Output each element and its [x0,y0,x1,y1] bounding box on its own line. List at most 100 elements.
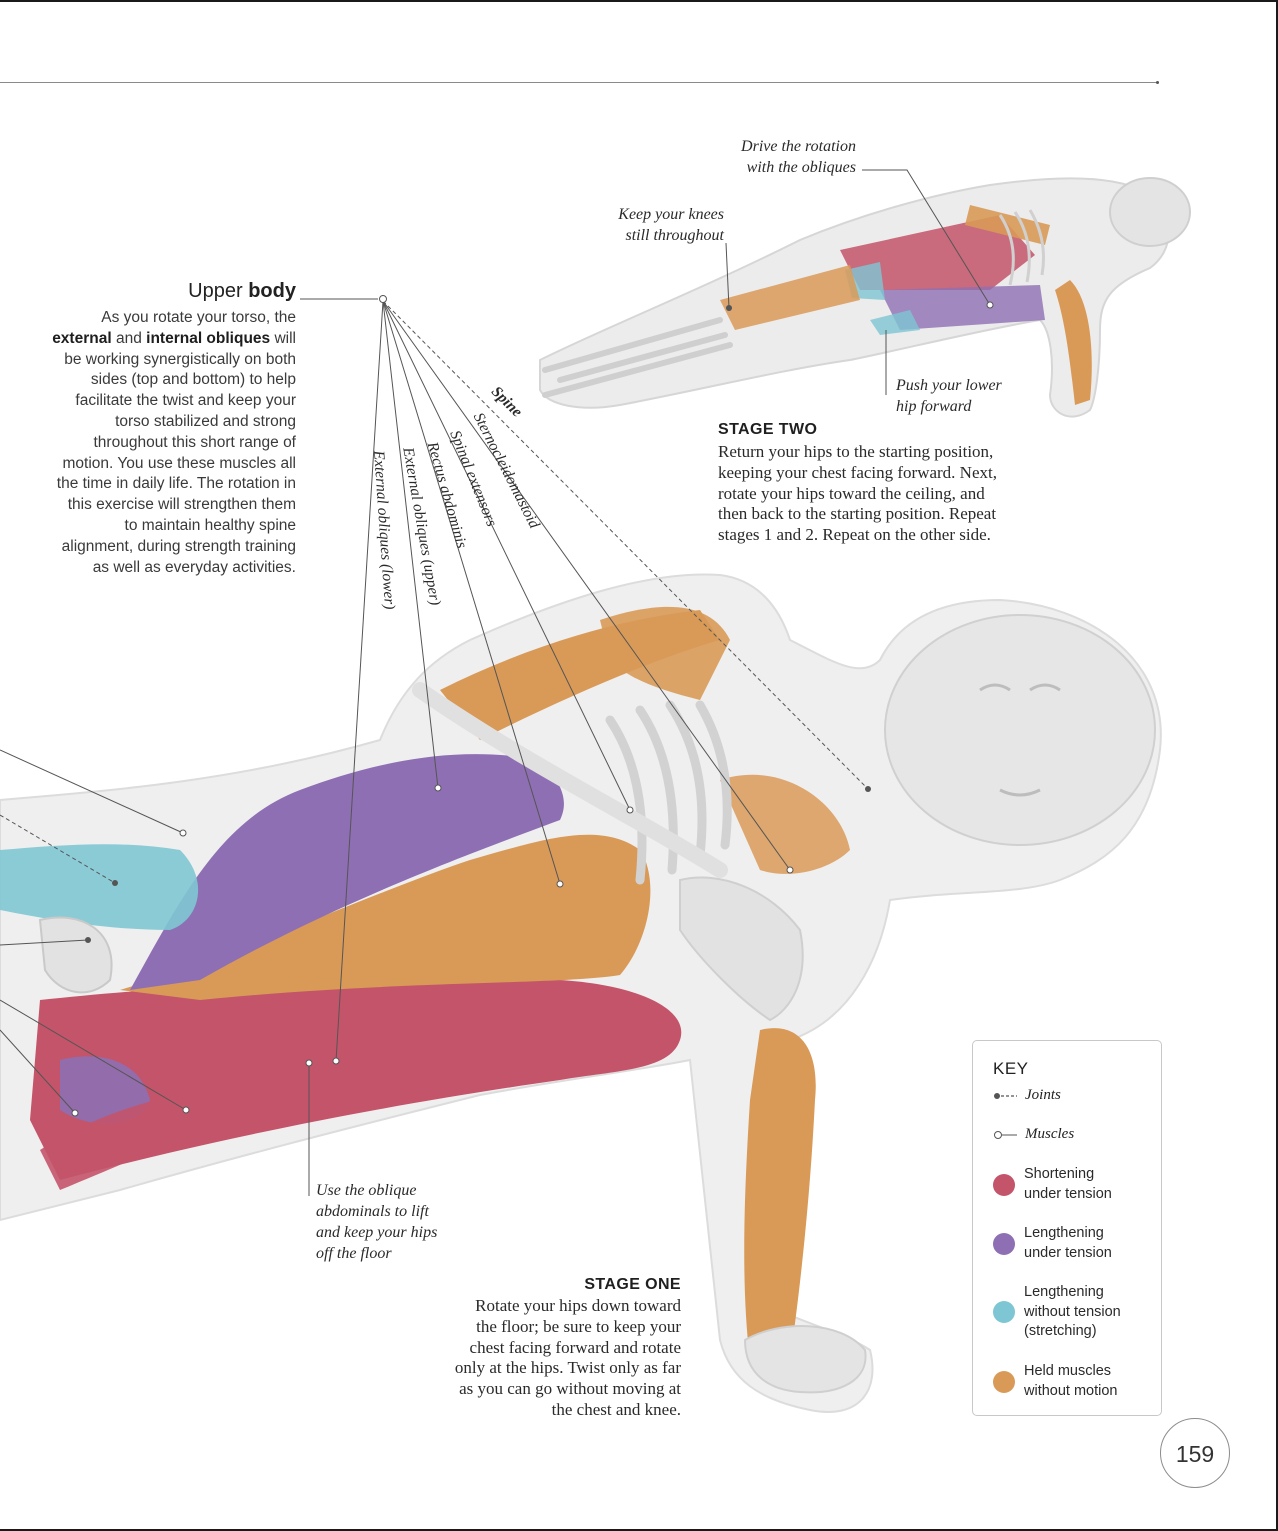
stage-one-head [884,614,1156,846]
leader-spinal-extensors [382,300,631,811]
legend-key: KEY Joints Muscles Shortening under tens… [972,1040,1162,1416]
use-obliques-label: Use the oblique abdominals to lift and k… [316,1180,486,1264]
use-obliques-line: and keep your hips [316,1224,438,1241]
stage-two-line: Return your hips to the starting positio… [718,442,994,461]
key-item-lengthening-tension: Lengthening under tension [993,1224,1112,1263]
leader-external-obliques-upper [382,300,439,789]
upper-body-internal-obliques-term: internal obliques [146,329,271,347]
page-border-bottom [0,1529,1278,1531]
stage-two-figure [539,177,1191,418]
use-obliques-line: off the floor [316,1245,392,1262]
key-item-line: (stretching) [1024,1323,1097,1339]
stage-one-line: chest facing forward and rotate [469,1337,681,1357]
key-item-line: under tension [1024,1185,1112,1202]
upper-body-heading: Upper body [60,280,296,303]
stage-one-thigh-purple [60,1056,150,1124]
stage-one-text: Rotate your hips down toward the floor; … [380,1296,681,1421]
stage-one-forearm [744,1028,816,1360]
stage-one-figure [0,573,1162,1413]
stage-two-thigh [720,265,860,330]
stage-one-fist [743,1325,867,1394]
stage-one-line: the chest and knee. [551,1399,681,1419]
stage-one-line: only at the hips. Twist only as far [454,1358,681,1378]
leader-left-1 [0,749,184,834]
stage-two-upper-arm [965,205,1050,245]
key-item-line: Shortening [1024,1166,1095,1182]
stage-two-line: stages 1 and 2. Repeat on the other side… [718,525,991,545]
stage-one-line: Rotate your hips down toward [475,1296,681,1315]
key-title: KEY [993,1059,1029,1078]
key-item-line: Held muscles [1024,1363,1112,1379]
stage-two-line: keeping your chest facing forward. Next, [718,462,997,482]
stage-one-line: as you can go without moving at [459,1379,681,1399]
key-item-line: Lengthening [1024,1284,1104,1300]
page-number: 159 [1160,1418,1230,1488]
stage-one-line: the floor; be sure to keep your [476,1316,681,1336]
drive-rotation-line: with the obliques [746,159,856,176]
leader-lines [0,169,991,1196]
stage-one-title: STAGE ONE [584,1276,681,1293]
stage-one-thigh-red [40,1085,241,1190]
leader-left-5 [0,999,187,1111]
key-item-line: Lengthening [1024,1225,1104,1241]
keep-knees-label: Keep your knees still throughout [590,204,724,246]
stage-one-hand [679,876,804,1022]
drive-rotation-line: Drive the rotation [741,138,856,155]
leader-drive-rotation [862,169,991,306]
key-item-text: Shortening under tension [1024,1165,1112,1204]
push-hip-label: Push your lower hip forward [896,375,1036,417]
leader-spine [382,300,869,790]
stage-two-title: STAGE TWO [718,421,818,438]
joint-marker-icon [993,1089,1019,1103]
key-muscles-label: Muscles [1025,1126,1075,1142]
page-border-right [1276,0,1278,1531]
shortening-swatch [993,1173,1015,1196]
upper-body-text-part: will be working synergistically on both … [56,329,296,576]
leader-left-4 [0,1029,76,1114]
joint-endpoints [85,305,871,943]
upper-body-heading-light: Upper [188,280,243,302]
lengthening-tension-swatch [993,1232,1015,1255]
key-muscles-row: Muscles [993,1126,1074,1143]
upper-body-text-part: As you rotate your torso, the [101,309,296,326]
stage-one-face [979,683,1061,797]
stage-one-neck-muscle [720,774,850,874]
upper-body-heading-bold: body [248,280,296,302]
header-rule [0,82,1158,83]
stage-one-shoulder [600,606,730,700]
leader-endpoints [71,295,994,1117]
leader-rectus-abdominis [382,300,561,885]
push-hip-line: Push your lower [896,377,1002,394]
use-obliques-line: abdominals to lift [316,1203,429,1220]
stage-one-purple-oblique [130,754,564,990]
use-obliques-line: Use the oblique [316,1182,417,1199]
stage-two-legs [542,317,733,398]
key-joints-row: Joints [993,1087,1061,1104]
stage-two-text: Return your hips to the starting positio… [718,442,1078,546]
stage-one-orange-abdominals [120,834,651,1000]
leader-keep-knees [725,242,730,309]
stage-two-ribs [998,209,1045,286]
held-swatch [993,1370,1015,1393]
upper-body-external-term: external [52,329,112,347]
stage-two-line: rotate your hips toward the ceiling, and [718,483,985,503]
key-item-line: without tension [1024,1303,1121,1320]
leader-left-2 [0,814,116,884]
stage-one-pelvis [38,916,113,994]
leader-left-3 [0,939,89,946]
keep-knees-line: still throughout [625,227,724,244]
stage-two-head [1109,177,1191,247]
leader-external-obliques-lower [335,300,384,1062]
stage-two-arm [1055,280,1092,405]
stage-two-teal-2 [870,310,920,335]
keep-knees-line: Keep your knees [618,206,724,223]
stage-one-arm-bone [412,682,728,878]
stage-two-line: then back to the starting position. Repe… [718,504,997,524]
muscle-marker-icon [993,1128,1019,1142]
key-item-line: under tension [1024,1244,1112,1261]
upper-body-text: As you rotate your torso, the external a… [52,308,296,578]
key-item-stretching: Lengthening without tension (stretching) [993,1283,1121,1342]
key-item-shortening: Shortening under tension [993,1165,1112,1204]
key-item-text: Lengthening without tension (stretching) [1024,1283,1121,1342]
